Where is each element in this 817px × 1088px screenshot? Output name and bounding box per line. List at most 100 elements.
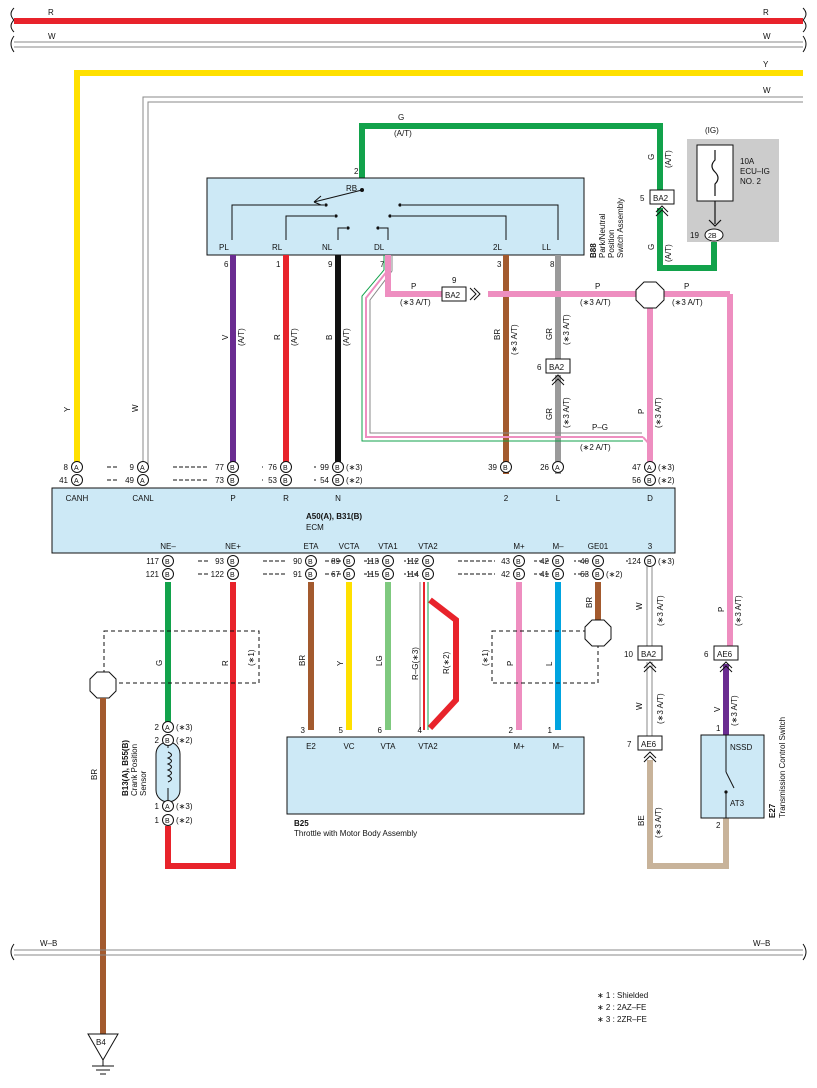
ground-code: B4 (96, 1038, 106, 1047)
crank-pin: B2(∗2) (155, 734, 193, 746)
ecm-pin: B73 (215, 474, 239, 486)
svg-text:B: B (165, 818, 170, 825)
svg-text:G: G (155, 660, 164, 666)
ecm-top-label: L (556, 494, 561, 503)
svg-text:54: 54 (320, 476, 329, 485)
svg-text:7: 7 (380, 260, 385, 269)
crank-pin: B1(∗2) (155, 814, 193, 826)
tcs-code: E27 (768, 803, 777, 818)
crank-pin: A1(∗3) (155, 800, 193, 812)
svg-text:B: B (165, 572, 170, 579)
ecm-pin: A47(∗3) (632, 461, 675, 473)
wire-label-g-ba2: G (647, 154, 656, 160)
wire-note-g-fuse: (A/T) (664, 244, 673, 262)
fuse-ig: (IG) (705, 126, 719, 135)
svg-text:BA2: BA2 (445, 291, 461, 300)
switch-name-1: Park/Neutral (598, 213, 607, 258)
ecm-bottom-label: VTA1 (378, 542, 398, 551)
svg-text:A: A (165, 804, 170, 811)
svg-text:B: B (555, 572, 560, 579)
svg-text:BE: BE (637, 815, 646, 826)
svg-text:BR: BR (585, 597, 594, 608)
svg-text:P: P (684, 282, 689, 291)
svg-text:9: 9 (452, 276, 457, 285)
svg-text:(∗3 A/T): (∗3 A/T) (654, 807, 663, 838)
bus-label-w2: W (763, 86, 771, 95)
ecm-top-label: 2 (504, 494, 509, 503)
svg-text:39: 39 (488, 463, 497, 472)
svg-text:(∗3 A/T): (∗3 A/T) (654, 397, 663, 428)
svg-text:112: 112 (406, 557, 419, 566)
svg-text:(∗3 A/T): (∗3 A/T) (734, 595, 743, 626)
ecm-pin: A8 (64, 461, 83, 473)
svg-text:B: B (283, 478, 288, 485)
throttle-pin: 3 (301, 726, 306, 735)
ecm-pin: B56(∗2) (632, 474, 675, 486)
fuse-name2: NO. 2 (740, 177, 761, 186)
throttle-pin: 5 (339, 726, 344, 735)
park-neutral-switch: RB PL RL NL DL 2L LL 6 1 9 7 3 8 B88 Par… (206, 177, 625, 269)
ecm-pin: A26 (540, 461, 564, 473)
svg-text:BA2: BA2 (653, 194, 669, 203)
svg-text:B: B (165, 559, 170, 566)
svg-text:B: B (425, 559, 430, 566)
fuse-panel: (IG) 10A ECU–IG NO. 2 2B 19 (687, 126, 779, 242)
svg-text:124: 124 (628, 557, 642, 566)
svg-text:(A/T): (A/T) (290, 328, 299, 346)
ecm-bottom-label: M– (552, 542, 564, 551)
note-3: ∗ 3 : 2ZR–FE (597, 1015, 647, 1024)
svg-text:P–G: P–G (592, 423, 608, 432)
svg-text:2: 2 (155, 736, 160, 745)
svg-text:A: A (140, 465, 145, 472)
switch-term-ll: LL (542, 243, 551, 252)
svg-text:V: V (713, 706, 722, 712)
ecm-bottom-label: 3 (648, 542, 653, 551)
svg-text:67: 67 (331, 570, 340, 579)
ecm-pin: A49 (125, 474, 149, 486)
switch-term-pl: PL (219, 243, 229, 252)
notes: ∗ 1 : Shielded ∗ 2 : 2AZ–FE ∗ 3 : 2ZR–FE (597, 991, 648, 1024)
svg-text:B: B (230, 465, 235, 472)
svg-text:91: 91 (293, 570, 302, 579)
crank-sensor: A2(∗3)B2(∗2)A1(∗3)B1(∗2) B13(A), B55(B) … (121, 721, 193, 826)
ecm-pin: B41 (540, 568, 564, 580)
crank-pin: A2(∗3) (155, 721, 193, 733)
ecm-top-label: P (230, 494, 235, 503)
svg-text:L: L (545, 661, 554, 666)
svg-text:Y: Y (336, 660, 345, 666)
transmission-control-switch: NSSD AT3 1 2 E27 Transmission Control Sw… (700, 717, 787, 830)
svg-text:77: 77 (215, 463, 224, 472)
wire-label-g-fuse: G (647, 244, 656, 250)
svg-text:(∗3 A/T): (∗3 A/T) (656, 693, 665, 724)
throttle-terminal: M+ (513, 742, 525, 751)
throttle-terminal: VTA2 (418, 742, 438, 751)
svg-text:B: B (346, 559, 351, 566)
svg-text:(∗3 A/T): (∗3 A/T) (510, 324, 519, 355)
svg-text:B: B (230, 572, 235, 579)
svg-text:AE6: AE6 (717, 650, 733, 659)
svg-text:NSSD: NSSD (730, 743, 752, 752)
svg-text:B: B (516, 559, 521, 566)
crank-name-1: Crank Position (130, 744, 139, 796)
svg-text:(∗1): (∗1) (481, 649, 490, 666)
crank-name-2: Sensor (139, 770, 148, 796)
throttle-code: B25 (294, 819, 309, 828)
svg-text:7: 7 (627, 740, 632, 749)
ecm-pin: B67 (331, 568, 355, 580)
svg-text:V: V (221, 334, 230, 340)
bus-label-w-right: W (763, 32, 771, 41)
svg-text:10: 10 (624, 650, 633, 659)
svg-text:6: 6 (537, 363, 542, 372)
switch-ecm-wires: V (A/T) R (A/T) B (A/T) BR (∗3 A/T) GR (… (221, 255, 743, 646)
svg-text:73: 73 (215, 476, 224, 485)
svg-text:AT3: AT3 (730, 799, 745, 808)
svg-text:A: A (74, 465, 79, 472)
svg-text:W: W (635, 702, 644, 710)
svg-text:B: B (335, 465, 340, 472)
connector-ae6-low: AE6 7 (627, 735, 663, 763)
svg-text:A: A (74, 478, 79, 485)
svg-text:(A/T): (A/T) (342, 328, 351, 346)
